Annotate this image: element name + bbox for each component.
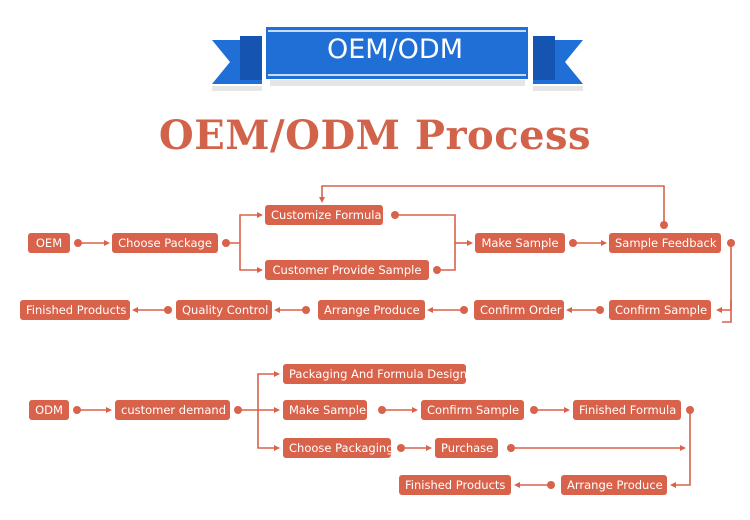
connector-dot [378, 406, 386, 414]
node-choose-packaging: Choose Packaging [283, 438, 394, 458]
connector-dot [686, 406, 694, 414]
arrowhead [106, 407, 112, 413]
node-purchase: Purchase [435, 438, 498, 458]
node-quality-control: Quality Control [176, 300, 272, 320]
arrowhead [132, 307, 138, 313]
connector-dot [547, 481, 555, 489]
connector-dot [391, 211, 399, 219]
connector-dot [433, 266, 441, 274]
node-confirm-order: Confirm Order [474, 300, 564, 320]
node-confirm-sample: Confirm Sample [609, 300, 711, 320]
arrowhead [426, 445, 432, 451]
arrowhead [319, 197, 325, 203]
arrowhead [670, 482, 676, 488]
arrowhead [412, 407, 418, 413]
 [722, 300, 732, 311]
connector-dot [164, 306, 172, 314]
feedback-loop-to-customize-formula [321, 185, 665, 225]
connector-dot [302, 306, 310, 314]
node-make-sample: Make Sample [475, 233, 565, 253]
connector-dot [727, 239, 735, 247]
node-packaging-formula-design: Packaging And Formula Design [283, 364, 467, 384]
ribbon-body [266, 27, 528, 79]
arrowhead [274, 445, 280, 451]
node-arrange-produce: Arrange Produce [318, 300, 425, 320]
connector-dot [530, 406, 538, 414]
connector-dot [660, 221, 668, 229]
arrow-to-confirm-sample [722, 243, 732, 323]
arrowhead [467, 240, 473, 246]
node-arrange-produce: Arrange Produce [561, 475, 667, 495]
node-confirm-sample: Confirm Sample [421, 400, 524, 420]
arrowhead [680, 445, 686, 451]
node-customer-demand: customer demand [115, 400, 230, 420]
node-sample-feedback: Sample Feedback [609, 233, 721, 253]
arrowhead [257, 212, 263, 218]
arrowhead [716, 307, 722, 313]
connector-dot [460, 306, 468, 314]
arrow-to-choose-packaging [257, 410, 276, 449]
node-choose-package: Choose Package [112, 233, 218, 253]
connector-dot [234, 406, 242, 414]
banner-ribbon [212, 27, 583, 91]
arrow-to-arrange-produce [676, 410, 691, 486]
arrowhead [427, 307, 433, 313]
node-customer-provide-sample: Customer Provide Sample [265, 260, 429, 280]
node-odm-start: ODM [29, 400, 69, 420]
connector-dot [596, 306, 604, 314]
node-finished-formula: Finished Formula [573, 400, 681, 420]
connector-dot [73, 406, 81, 414]
arrow-to-customer-provide-sample [239, 243, 260, 271]
node-finished-products: Finished Products [20, 300, 130, 320]
connector-dot [74, 239, 82, 247]
banner-label: OEM/ODM [326, 34, 464, 65]
connector-dot [569, 239, 577, 247]
arrowhead [274, 371, 280, 377]
arrow-to-customize-formula [226, 214, 260, 244]
arrowhead [564, 407, 570, 413]
arrowhead [274, 307, 280, 313]
node-customize-formula: Customize Formula [265, 205, 383, 225]
page-title: OEM/ODM Process [158, 112, 592, 159]
node-oem-start: OEM [28, 233, 70, 253]
arrowhead [601, 240, 607, 246]
connector-dot [397, 444, 405, 452]
connector-dot [222, 239, 230, 247]
arrowhead [514, 482, 520, 488]
node-make-sample: Make Sample [283, 400, 367, 420]
arrowhead [104, 240, 110, 246]
arrowhead [274, 407, 280, 413]
connector-dot [507, 444, 515, 452]
arrowhead [257, 267, 263, 273]
node-finished-products: Finished Products [399, 475, 511, 495]
arrow-to-packaging-formula-design [238, 373, 276, 411]
arrowhead [566, 307, 572, 313]
